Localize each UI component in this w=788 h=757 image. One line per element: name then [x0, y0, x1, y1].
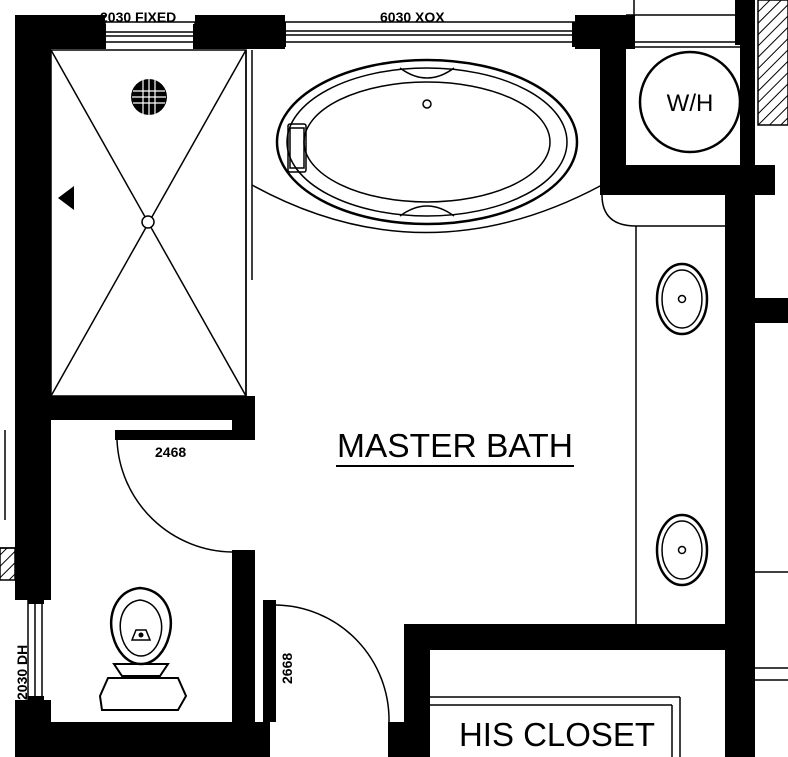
toilet-door-swing: [116, 439, 233, 553]
shower-valve-icon: [58, 186, 74, 210]
bathtub: [251, 58, 603, 234]
window-label-top-right: 6030 XOX: [380, 9, 445, 25]
window-left-side: [27, 598, 44, 702]
window-top-left: [100, 21, 199, 49]
room-label-his-closet: HIS CLOSET: [459, 716, 655, 753]
window-label-left-side: 2030 DH: [14, 645, 30, 700]
shower-head-icon: [131, 79, 167, 115]
toilet-icon: [98, 586, 188, 711]
toilet-door-label: 2468: [155, 444, 186, 460]
water-heater-label: W/H: [667, 90, 714, 117]
water-heater-closet: [626, 14, 740, 48]
walls: [15, 0, 788, 757]
entry-door-label: 2668: [279, 653, 295, 684]
vanity-counter: [601, 194, 725, 624]
sink-icon: [655, 513, 709, 587]
sink-icon: [655, 262, 709, 336]
window-label-top-left: 2030 FIXED: [100, 9, 176, 25]
shower: [50, 49, 253, 397]
room-label-master-bath: MASTER BATH: [337, 427, 573, 464]
water-heater-icon: [638, 50, 742, 154]
exterior-hatch-top-right: [757, 0, 788, 126]
closet-outline: [430, 696, 681, 757]
entry-door-swing: [275, 604, 390, 723]
window-top-right: [280, 21, 578, 47]
exterior-hatch-left: [0, 547, 16, 581]
